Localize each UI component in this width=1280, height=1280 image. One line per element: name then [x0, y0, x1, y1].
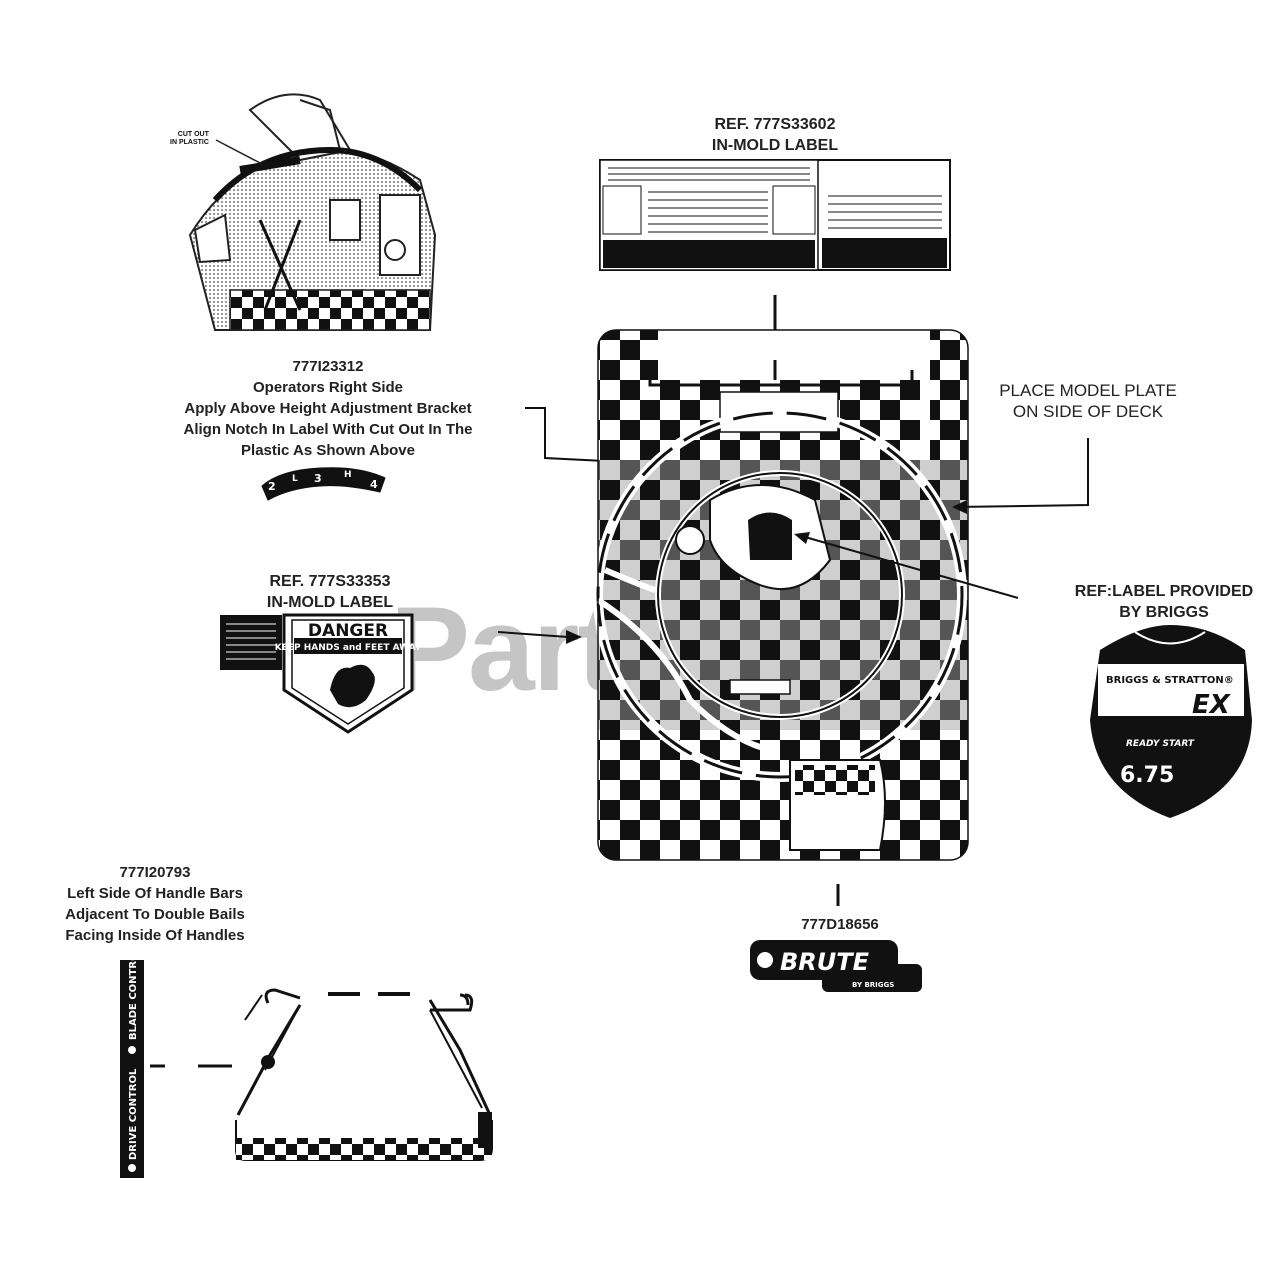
- brute-by: BY BRIGGS: [852, 981, 894, 989]
- briggs-engine: EX: [1192, 690, 1232, 720]
- height-adjust-line3: Align Notch In Label With Cut Out In The: [183, 421, 473, 438]
- handle-line2: Adjacent To Double Bails: [65, 906, 245, 923]
- danger-left-sub: IN-MOLD LABEL: [266, 594, 394, 611]
- bail-bottom-text: DRIVE CONTROL: [128, 1068, 139, 1160]
- height-mark-4: H: [344, 470, 352, 480]
- handle-line1: Left Side Of Handle Bars: [67, 885, 243, 902]
- label-handle: 777I20793 Left Side Of Handle Bars Adjac…: [20, 862, 290, 946]
- briggs-engine-label: BRIGGS & STRATTON® EX READY START 6.75: [1090, 625, 1252, 818]
- cutout-note-line1: CUT OUT: [177, 131, 209, 138]
- danger-top-title: ⚠ DANGER: [667, 246, 757, 264]
- leader-danger-left: [497, 631, 569, 638]
- label-danger-top: REF. 777S33602 IN-MOLD LABEL: [660, 114, 890, 156]
- briggs-ref-line1: REF:LABEL PROVIDED: [1074, 583, 1254, 600]
- height-mark-5: 4: [370, 478, 378, 491]
- leader-briggs: [797, 534, 1019, 599]
- height-adjust-line1: Operators Right Side: [252, 379, 404, 396]
- bail-decal: BLADE CONTROL DRIVE CONTROL: [120, 945, 144, 1178]
- height-scale-marks: 2 L 3 H 4: [262, 470, 386, 494]
- danger-top-sub: IN-MOLD LABEL: [711, 137, 839, 154]
- height-adjust-line4: Plastic As Shown Above: [241, 442, 415, 459]
- briggs-start: READY START: [1126, 739, 1195, 749]
- label-height-adjust: 777I23312 Operators Right Side Apply Abo…: [162, 356, 494, 461]
- bail-top-text: BLADE CONTROL: [128, 945, 139, 1040]
- arrow-briggs: [794, 532, 810, 544]
- danger-label-top: ⚠ DANGER ⚠ W NIN: [599, 159, 951, 271]
- danger-left-ref: REF. 777S33353: [269, 573, 391, 590]
- height-mark-2: L: [292, 474, 298, 484]
- brute-part: 777D18656: [801, 916, 879, 933]
- model-plate-line2: ON SIDE OF DECK: [1012, 402, 1164, 421]
- handle-part: 777I20793: [119, 864, 191, 881]
- label-brute-part: 777D18656: [760, 914, 920, 935]
- model-plate-line1: PLACE MODEL PLATE: [999, 381, 1177, 400]
- handle-line3: Facing Inside Of Handles: [65, 927, 245, 944]
- mower-deck: [593, 329, 969, 861]
- leader-height-adjust: [525, 407, 626, 463]
- height-mark-3: 3: [314, 472, 322, 485]
- arrow-danger-left: [566, 630, 582, 644]
- height-mark-1: 2: [268, 480, 276, 493]
- label-briggs-ref: REF:LABEL PROVIDED BY BRIGGS: [1052, 581, 1276, 623]
- handle-bars-illustration: [235, 988, 493, 1161]
- danger-left-title: DANGER: [308, 621, 388, 641]
- briggs-brand: BRIGGS & STRATTON®: [1106, 675, 1234, 686]
- briggs-ref-line2: BY BRIGGS: [1119, 604, 1209, 621]
- height-adjust-bracket-illustration: [188, 93, 437, 331]
- arrow-model-plate: [952, 500, 967, 514]
- label-danger-left: REF. 777S33353 IN-MOLD LABEL: [220, 571, 440, 613]
- briggs-power: 6.75: [1120, 763, 1174, 788]
- height-scale-decal: [261, 467, 386, 501]
- height-adjust-line2: Apply Above Height Adjustment Bracket: [184, 400, 472, 417]
- leader-model-plate: [954, 438, 1089, 508]
- danger-left-subtitle: KEEP HANDS and FEET AWAY: [275, 643, 422, 653]
- label-model-plate: PLACE MODEL PLATE ON SIDE OF DECK: [972, 380, 1204, 422]
- cutout-note: CUT OUT IN PLASTIC: [170, 131, 209, 147]
- height-adjust-part: 777I23312: [292, 358, 364, 375]
- danger-top-side: ⚠ W NIN: [853, 245, 915, 260]
- danger-top-ref: REF. 777S33602: [714, 116, 836, 133]
- danger-label-left: DANGER KEEP HANDS and FEET AWAY: [220, 613, 422, 734]
- brute-name: BRUTE: [780, 948, 870, 976]
- brute-label: BRUTE BY BRIGGS: [750, 940, 922, 992]
- cutout-note-line2: IN PLASTIC: [170, 139, 209, 146]
